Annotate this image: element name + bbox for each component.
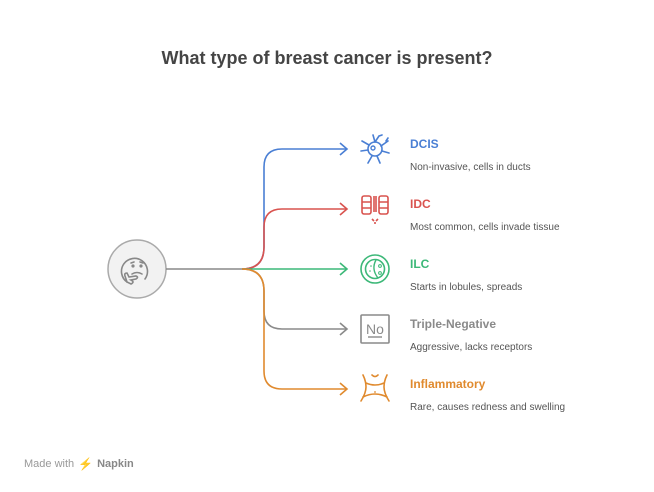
footer-prefix: Made with — [24, 458, 75, 470]
napkin-logo-icon: ⚡ — [78, 457, 94, 471]
arrow-head-icon — [339, 262, 349, 276]
duct-invasion-icon — [359, 193, 391, 225]
footer: Made with ⚡ Napkin — [24, 457, 134, 471]
branch-description: Most common, cells invade tissue — [410, 222, 560, 233]
diagram-title: What type of breast cancer is present? — [161, 48, 493, 68]
branch-description: Starts in lobules, spreads — [410, 282, 523, 293]
cell-icon — [359, 133, 391, 165]
connector-idc — [241, 208, 347, 270]
branch-label: IDC — [410, 197, 431, 211]
arrow-head-icon — [339, 322, 349, 336]
torso-icon — [359, 373, 391, 405]
branch-label: ILC — [410, 257, 430, 271]
arrow-head-icon — [339, 202, 349, 216]
svg-text:No: No — [366, 321, 384, 337]
branch-label: Triple-Negative — [410, 317, 497, 331]
branch-description: Non-invasive, cells in ducts — [410, 162, 531, 173]
branch-description: Rare, causes redness and swelling — [410, 402, 566, 413]
lobule-icon — [359, 253, 391, 285]
arrow-head-icon — [339, 142, 349, 156]
branch-description: Aggressive, lacks receptors — [410, 342, 533, 353]
footer-brand[interactable]: Napkin — [97, 458, 134, 470]
connector-triple-negative — [241, 268, 347, 330]
connector-inflammatory — [241, 268, 347, 390]
branch-label: Inflammatory — [410, 377, 486, 391]
branch-label: DCIS — [410, 137, 439, 151]
center-node — [107, 239, 167, 299]
no-sign-icon: No — [359, 313, 391, 345]
thinking-face-icon — [120, 257, 149, 285]
arrow-head-icon — [339, 382, 349, 396]
